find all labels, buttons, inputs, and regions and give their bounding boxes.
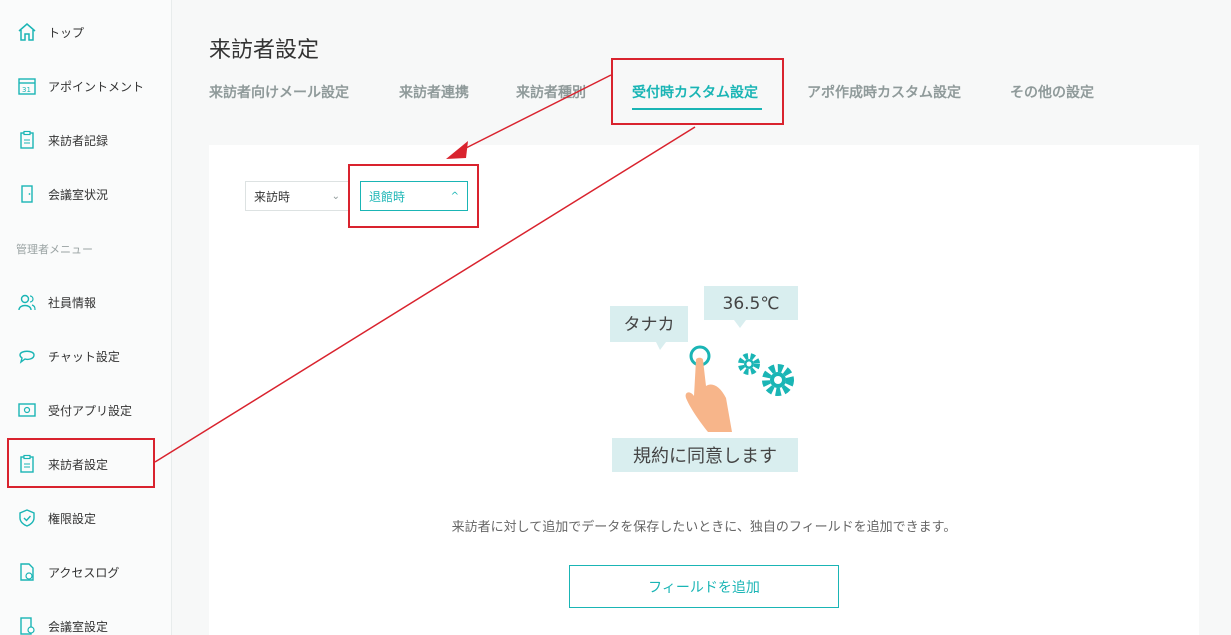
empty-state-description: 来訪者に対して追加でデータを保存したいときに、独自のフィールドを追加できます。 [451,520,957,535]
visitor-clipboard-icon [16,453,38,475]
exit-select-value: 退館時 [369,189,406,204]
sidebar-item-label: トップ [48,25,85,40]
page-title: 来訪者設定 [209,38,320,63]
sidebar-item-permissions[interactable]: 権限設定 [0,498,172,538]
clipboard-icon [16,129,38,151]
sidebar-item-label: 来訪者記録 [48,133,109,148]
sidebar-item-label: 来訪者設定 [48,457,109,472]
agree-bubble: 規約に同意します [612,438,798,472]
tab-visitor-integration[interactable]: 来訪者連携 [399,85,469,101]
shield-icon [16,507,38,529]
sidebar-item-visitor-record[interactable]: 来訪者記録 [0,120,172,160]
temperature-bubble-text: 36.5℃ [723,294,780,314]
sidebar-item-room-status[interactable]: 会議室状況 [0,174,172,214]
users-icon [16,291,38,313]
sidebar-item-label: 権限設定 [48,511,97,526]
sidebar-item-label: チャット設定 [48,349,120,364]
chevron-down-icon: ⌄ [331,190,340,202]
sidebar-item-chat-settings[interactable]: チャット設定 [0,336,172,376]
add-field-button[interactable]: フィールドを追加 [569,565,839,608]
tab-visitor-mail[interactable]: 来訪者向けメール設定 [209,85,349,101]
sidebar-item-top[interactable]: トップ [0,12,172,52]
timing-select[interactable]: 来訪時 ⌄ [245,181,349,211]
name-bubble-text: タナカ [624,315,675,335]
room-settings-icon [16,615,38,635]
sidebar-item-label: 受付アプリ設定 [48,403,133,418]
agree-bubble-text: 規約に同意します [633,446,777,467]
sidebar-item-appointment[interactable]: 31 アポイントメント [0,66,172,106]
timing-select-value: 来訪時 [254,189,291,204]
sidebar-item-employees[interactable]: 社員情報 [0,282,172,322]
exit-select[interactable]: 退館時 ^ [360,181,468,211]
calendar-icon: 31 [16,75,38,97]
sidebar-item-label: アポイントメント [48,79,145,94]
sidebar-item-label: 会議室設定 [48,619,109,634]
door-icon [16,183,38,205]
tab-appointment-custom[interactable]: アポ作成時カスタム設定 [807,85,961,101]
sidebar-item-access-log[interactable]: アクセスログ [0,552,172,592]
active-tab-indicator [632,108,762,110]
gear-icon [738,353,794,396]
tab-visitor-type[interactable]: 来訪者種別 [516,85,586,101]
log-icon [16,561,38,583]
tab-other-settings[interactable]: その他の設定 [1010,85,1094,101]
sidebar-item-room-settings[interactable]: 会議室設定 [0,606,172,635]
tab-reception-custom[interactable]: 受付時カスタム設定 [632,85,758,101]
pointing-hand-icon [685,345,732,432]
sidebar-item-reception-app[interactable]: 受付アプリ設定 [0,390,172,430]
chat-icon [16,345,38,367]
tablet-icon [16,399,38,421]
chevron-up-icon: ^ [450,190,459,202]
sidebar-item-label: 会議室状況 [48,187,109,202]
temperature-bubble: 36.5℃ [704,286,798,328]
sidebar: トップ 31 アポイントメント 来訪者記録 会議室状況 管理者メニュー 社員情報… [0,0,172,635]
custom-field-illustration: タナカ 36.5℃ 規約に同意します [610,286,798,472]
sidebar-item-label: 社員情報 [48,295,97,310]
svg-text:31: 31 [22,86,31,94]
admin-menu-label: 管理者メニュー [16,243,93,256]
sidebar-item-visitor-settings[interactable]: 来訪者設定 [0,444,172,484]
sidebar-item-label: アクセスログ [48,565,120,580]
name-bubble: タナカ [610,306,688,350]
home-icon [16,21,38,43]
